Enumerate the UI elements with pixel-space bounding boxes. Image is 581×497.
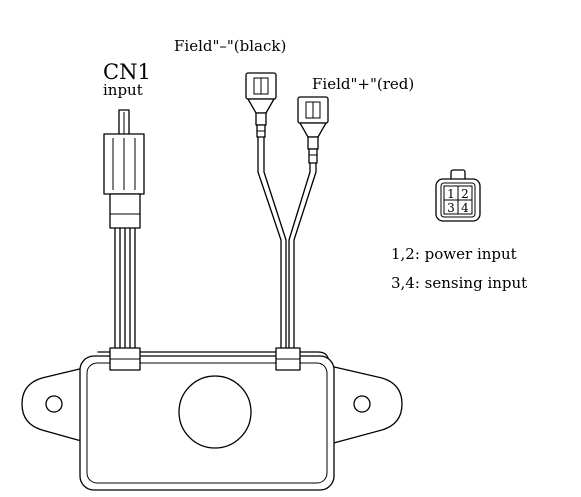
field-wires (257, 136, 317, 351)
field-plus-label: Field"+"(red) (312, 75, 414, 93)
legend-power: 1,2: power input (391, 245, 517, 263)
cn1-wire-bundle (114, 227, 136, 351)
center-boss (178, 375, 252, 449)
field-minus-terminal (245, 72, 277, 138)
cn1-boot (109, 193, 141, 229)
pin-cell-4 (457, 199, 473, 215)
field-plus-terminal (297, 96, 329, 164)
legend-sensing: 3,4: sensing input (391, 274, 527, 292)
pin-label-3: 3 (447, 201, 455, 215)
cn1-label: CN1 (103, 60, 151, 84)
field-minus-label: Field"–"(black) (174, 37, 286, 55)
pin-connector-diagram: 1 2 3 4 (435, 169, 481, 222)
cn1-sub-label: input (103, 81, 143, 99)
pin-label-2: 2 (461, 187, 469, 201)
pin-label-4: 4 (461, 201, 469, 215)
pin-label-1: 1 (447, 187, 455, 201)
cn1-connector (103, 109, 145, 229)
regulator-body (21, 351, 403, 491)
right-mount-hole (353, 395, 371, 413)
left-mount-hole (45, 395, 63, 413)
